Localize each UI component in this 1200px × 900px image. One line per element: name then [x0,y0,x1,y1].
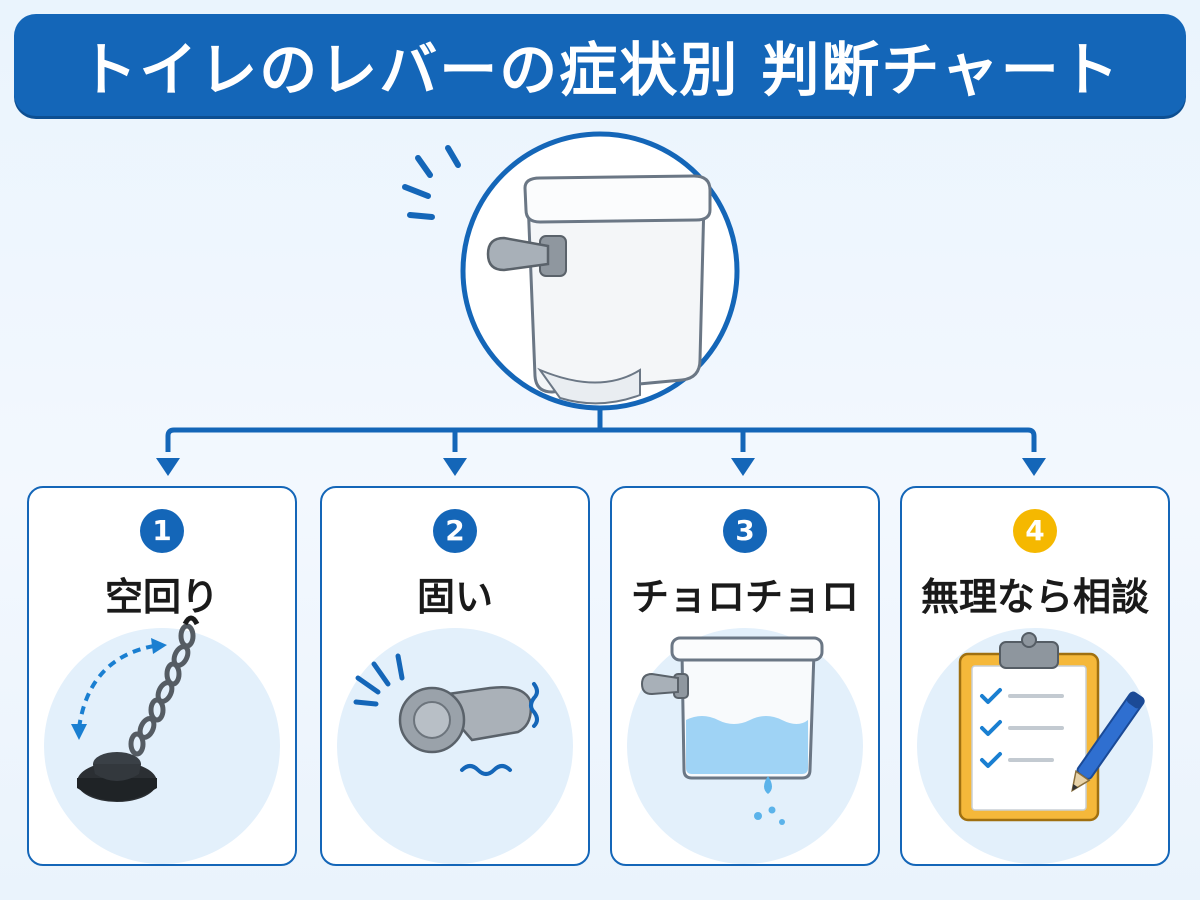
card-label: 無理なら相談 [920,575,1149,619]
card-3: 3 チョロチョロ [610,486,880,866]
branch-line [165,427,1037,452]
stiff-lever-icon [353,653,539,776]
card-number-badge: 3 [723,509,767,553]
chain-flapper-icon [71,615,200,802]
card-4: 4 無理なら相談 [900,486,1170,866]
arrow-2-icon [443,458,467,476]
arrow-1-icon [156,458,180,476]
card-label: 固い [416,575,493,619]
arrow-3-icon [731,458,755,476]
card-1: 1 空回り [27,486,297,866]
card-2: 2 固い [320,486,590,866]
card-label: チョロチョロ [630,575,859,619]
card-number-badge: 2 [433,509,477,553]
card-number-badge: 1 [140,509,184,553]
clipboard-checklist-icon [958,632,1145,822]
card-number-badge: 4 [1013,509,1057,553]
leaking-tank-icon [640,636,824,825]
title-banner: トイレのレバーの症状別 判断チャート [14,14,1186,116]
chart-title: トイレのレバーの症状別 判断チャート [79,36,1121,104]
card-label: 空回り [104,575,219,619]
illustration-bg [44,628,280,864]
arrow-4-icon [1022,458,1046,476]
toilet-tank-lever-icon [402,131,740,411]
